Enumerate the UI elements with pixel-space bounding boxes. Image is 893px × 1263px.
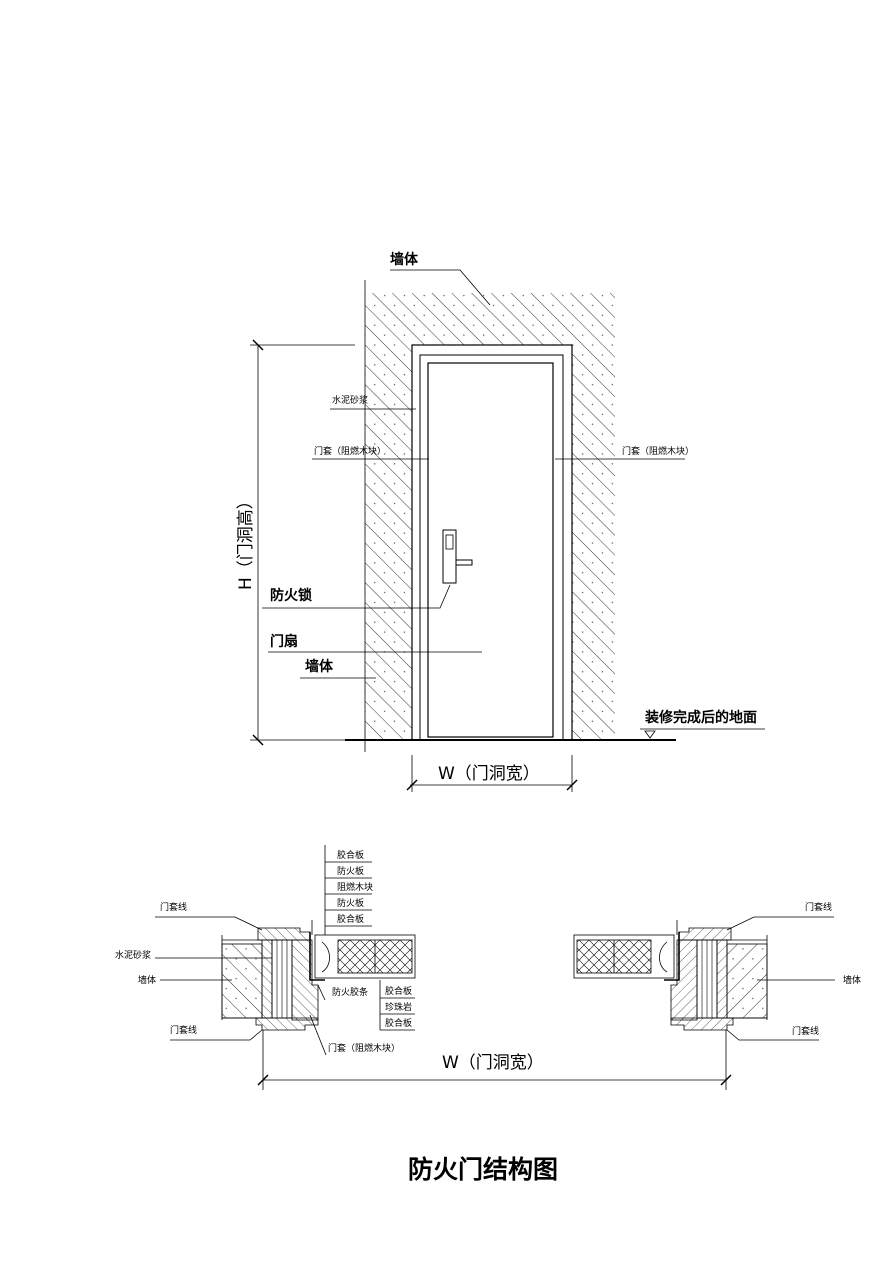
label-right-trim-top: 门套线 [805,901,832,913]
label-fire-strip: 防火胶条 [332,986,368,998]
layer-label: 胶合板 [337,849,364,861]
label-frame-plan: 门套（阻燃木块） [328,1042,400,1054]
layer-label: 珍珠岩 [385,1001,412,1013]
plan-layer-stack-bottom: 胶合板 珍珠岩 胶合板 [385,985,412,1029]
door-leaf [427,362,554,738]
plan-layer-stack-top: 胶合板 防火板 阻燃木块 防火板 胶合板 [337,849,373,925]
dim-width-plan: W（门洞宽） [442,1053,544,1073]
door-elevation [250,269,765,792]
layer-label: 阻燃木块 [337,881,373,893]
label-left-trim-top: 门套线 [160,901,187,913]
dim-height: H（门洞高） [236,492,256,590]
label-cement-mortar: 水泥砂浆 [332,394,368,406]
label-cement-mortar-plan: 水泥砂浆 [115,949,151,961]
wall-hatch [365,293,615,740]
label-wall-left: 墙体 [138,974,156,986]
drawing-title: 防火门结构图 [408,1155,558,1184]
label-door-leaf: 门扇 [270,633,298,650]
label-wall-bottom: 墙体 [305,658,334,675]
label-left-trim-bottom: 门套线 [170,1024,197,1036]
layer-label: 胶合板 [337,913,364,925]
door-frame-inner [419,354,564,740]
layer-label: 胶合板 [385,985,412,997]
label-frame-right: 门套（阻燃木块） [622,445,694,457]
label-wall-right: 墙体 [843,974,861,986]
label-finished-floor: 装修完成后的地面 [644,709,757,726]
lock-body [442,529,457,584]
label-right-trim-bottom: 门套线 [792,1025,819,1037]
layer-label: 胶合板 [385,1017,412,1029]
door-frame-outer [411,344,573,741]
lock-handle [456,559,473,566]
label-frame-left: 门套（阻燃木块） [314,445,386,457]
layer-label: 防火板 [337,897,364,909]
plan-section-left [221,920,416,1090]
label-fire-lock: 防火锁 [270,587,312,604]
plan-leaders [155,845,835,1086]
dim-width: W（门洞宽） [438,764,540,784]
layer-label: 防火板 [337,865,364,877]
label-wall-top: 墙体 [390,251,419,268]
